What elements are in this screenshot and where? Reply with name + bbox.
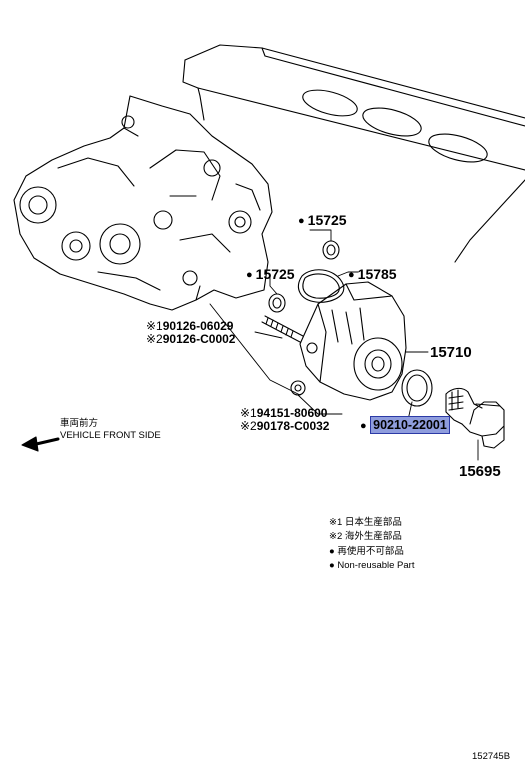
vehicle-front-note: 車両前方 VEHICLE FRONT SIDE: [60, 418, 161, 442]
figure-code: 152745B: [472, 751, 511, 762]
o-ring-15725-mid: [268, 293, 286, 313]
ref-90126-c0002[interactable]: ※290126-C0002: [146, 333, 235, 345]
label-15710[interactable]: 15710: [430, 344, 472, 361]
ref-mark: ※1: [240, 406, 257, 420]
engine-housing: [13, 95, 273, 311]
legend-note-4: ● Non-reusable Part: [329, 560, 415, 571]
non-reusable-dot-icon: ●: [360, 420, 367, 432]
legend-note-1: ※1 日本生産部品: [329, 517, 402, 528]
nut: [290, 380, 306, 396]
o-ring-15725-top: [322, 240, 340, 260]
ref-90178-c0032[interactable]: ※290178-C0032: [240, 420, 329, 432]
ref-mark: ※2: [240, 419, 257, 433]
oil-pump-cover-15710: [299, 281, 407, 401]
gasket-15785: [298, 269, 345, 303]
label-90210-22001[interactable]: ● 90210-22001: [360, 416, 450, 434]
ref-code: 94151-80600: [256, 406, 328, 420]
label-15695[interactable]: 15695: [459, 463, 501, 480]
legend-note-2: ※2 海外生産部品: [329, 531, 402, 542]
label-15725-mid[interactable]: 15725: [246, 267, 295, 282]
vehicle-front-en: VEHICLE FRONT SIDE: [60, 429, 161, 441]
highlighted-part-number[interactable]: 90210-22001: [370, 416, 450, 434]
ref-code: 90126-C0002: [162, 332, 236, 346]
ref-code: 90126-06029: [162, 319, 234, 333]
leader-lines: [209, 229, 479, 461]
seal-ring-90210: [401, 369, 433, 407]
ref-code: 90178-C0032: [256, 419, 330, 433]
ref-90126-06029[interactable]: ※190126-06029: [146, 320, 233, 332]
legend-note-3: ● 再使用不可部品: [329, 546, 404, 557]
stud-bolt: [261, 315, 304, 343]
cylinder-block: [182, 44, 525, 263]
vehicle-front-jp: 車両前方: [60, 418, 99, 429]
ref-mark: ※2: [146, 332, 163, 346]
label-15725-top[interactable]: 15725: [298, 213, 347, 228]
ref-94151-80600[interactable]: ※194151-80600: [240, 407, 327, 419]
plug-15695: [445, 387, 505, 449]
ref-mark: ※1: [146, 319, 163, 333]
label-15785[interactable]: 15785: [348, 267, 397, 282]
